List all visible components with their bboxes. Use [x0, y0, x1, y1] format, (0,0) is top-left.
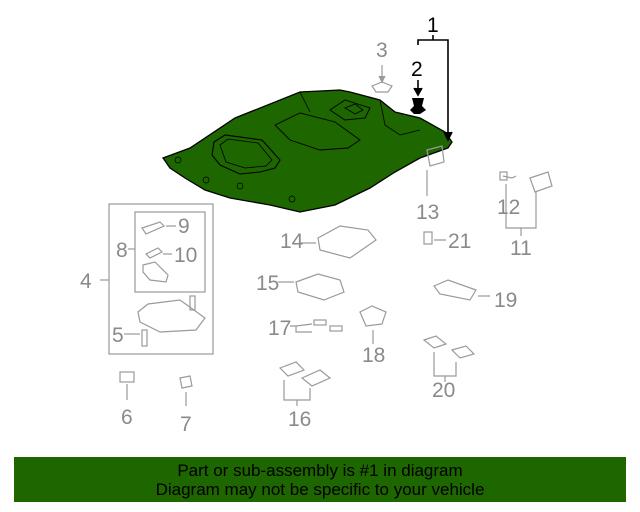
callout-4[interactable]: 4: [80, 270, 92, 293]
callout-16[interactable]: 16: [288, 408, 311, 431]
callout-7[interactable]: 7: [180, 413, 192, 436]
callout-12[interactable]: 12: [497, 196, 520, 219]
callouts: 1 2 3 4 5 6 7 8 9 10 11 12 13 14 15 16 1…: [80, 14, 532, 436]
gray-parts: [100, 65, 553, 406]
callout-11[interactable]: 11: [510, 237, 532, 260]
callout-13[interactable]: 13: [416, 201, 439, 224]
headliner-part-1[interactable]: [161, 89, 453, 213]
callout-1-leader: [413, 35, 453, 142]
callout-14[interactable]: 14: [280, 230, 304, 253]
callout-8[interactable]: 8: [116, 239, 128, 262]
callout-2[interactable]: 2: [411, 58, 423, 81]
clip-part-2[interactable]: [410, 98, 426, 114]
callout-19[interactable]: 19: [494, 289, 517, 312]
callout-1[interactable]: 1: [427, 14, 439, 37]
callout-3[interactable]: 3: [376, 39, 388, 62]
callout-21[interactable]: 21: [448, 230, 471, 253]
callout-6[interactable]: 6: [121, 406, 133, 429]
callout-18[interactable]: 18: [362, 344, 385, 367]
parts-diagram: 1 2 3 4 5 6 7 8 9 10 11 12 13 14 15 16 1…: [80, 14, 553, 436]
notice-banner: Part or sub-assembly is #1 in diagram Di…: [14, 457, 626, 502]
callout-15[interactable]: 15: [256, 272, 279, 295]
callout-5[interactable]: 5: [112, 324, 124, 347]
banner-line-1: Part or sub-assembly is #1 in diagram: [177, 461, 463, 480]
banner-line-2: Diagram may not be specific to your vehi…: [155, 480, 485, 499]
callout-17[interactable]: 17: [268, 317, 291, 340]
callout-20[interactable]: 20: [432, 379, 455, 402]
callout-9[interactable]: 9: [178, 215, 190, 238]
callout-10[interactable]: 10: [174, 244, 197, 267]
